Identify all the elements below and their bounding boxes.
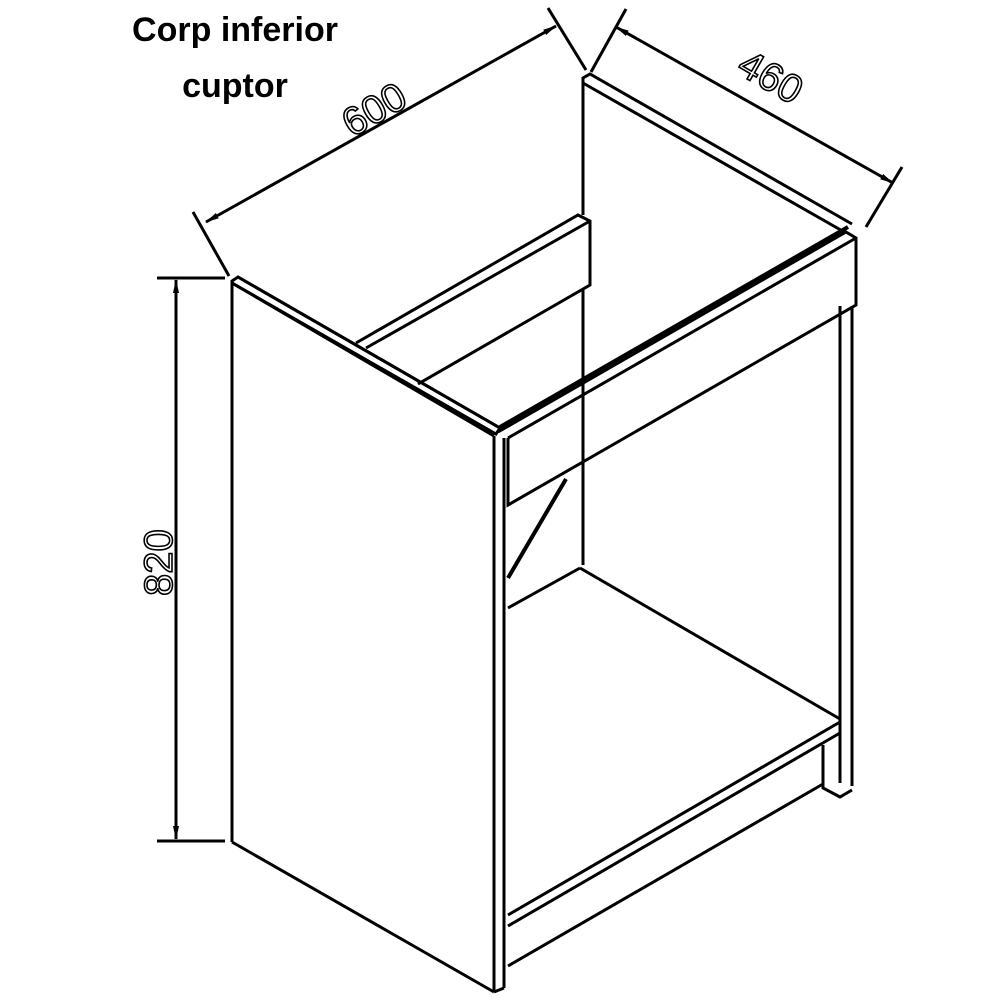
bottom-shelf	[507, 566, 841, 968]
back-rail	[355, 213, 592, 386]
dimension-width-600	[191, 7, 588, 277]
corner-brace	[506, 477, 568, 580]
right-side-panel	[581, 72, 854, 799]
left-side-panel	[230, 275, 506, 994]
dimension-depth-460	[589, 8, 904, 228]
dimension-height-820	[157, 276, 225, 843]
dimension-label-width: 600	[335, 74, 415, 145]
dimension-label-depth: 460	[731, 42, 811, 113]
dimension-label-height: 820	[137, 529, 181, 596]
front-rail	[497, 225, 858, 508]
